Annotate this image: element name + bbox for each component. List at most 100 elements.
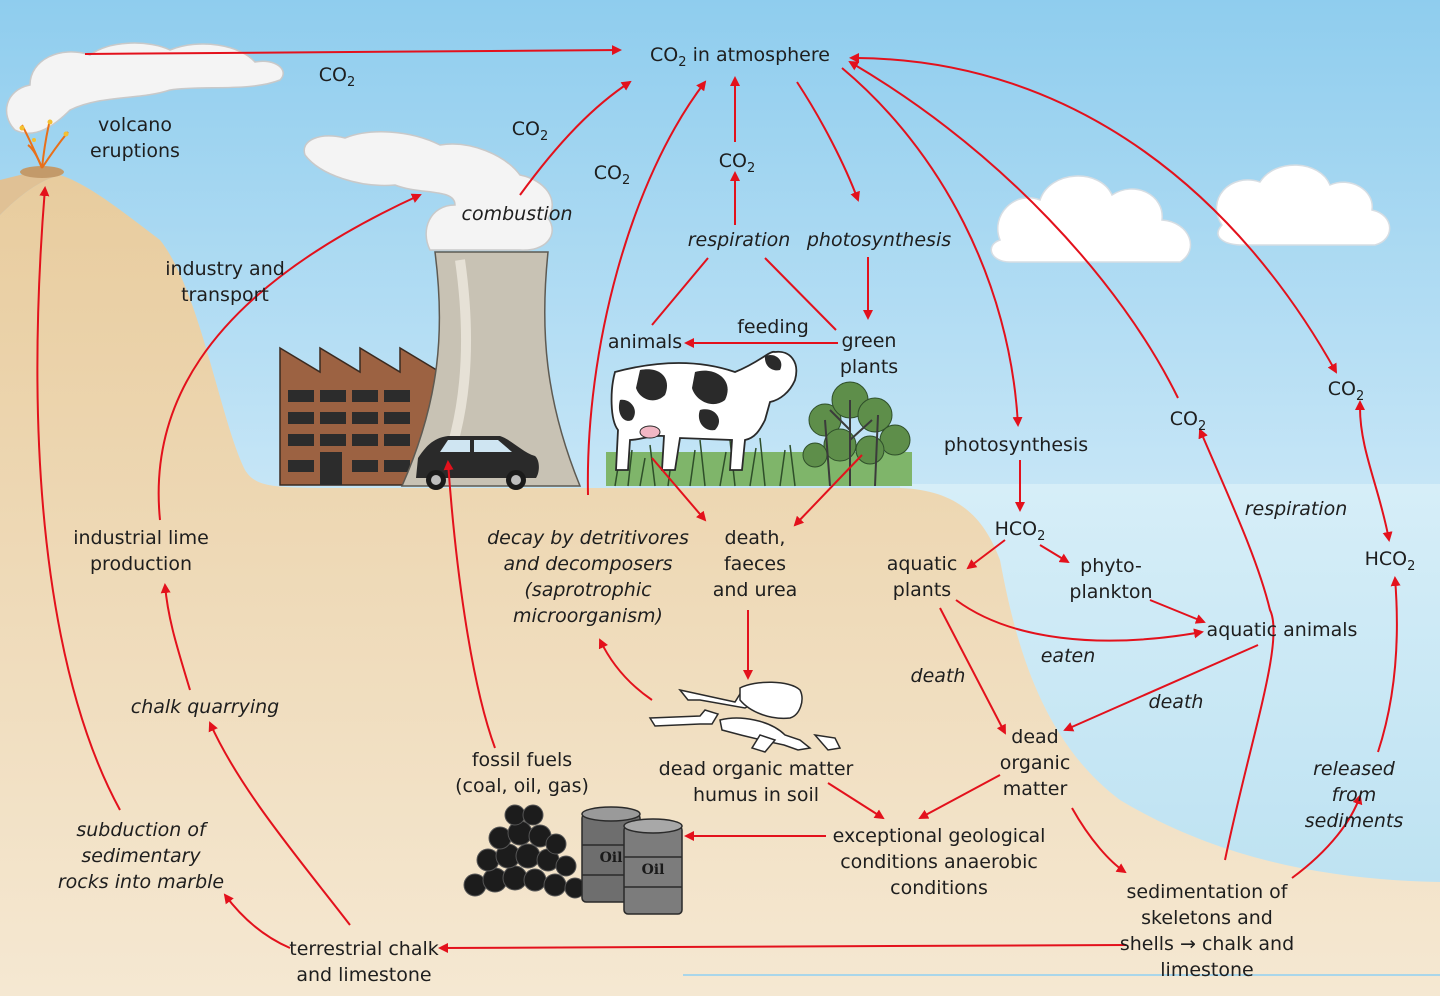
arrow-dead-to-sedimentation: [1071, 807, 1127, 874]
label-combustion: combustion: [461, 203, 573, 225]
arrow-aquatic-plants-death: [939, 607, 1006, 735]
formula-sub: 2: [678, 55, 687, 70]
arrow-fossil-to-car: [443, 460, 496, 749]
label-terrestrial-chalk: terrestrial chalk and limestone: [289, 938, 439, 986]
arrow-terrestrial-to-subduction: [223, 893, 291, 949]
oil-barrel-label: Oil: [642, 862, 665, 878]
label-co2-decay: CO2: [594, 162, 631, 188]
arrow-lime-to-industry: [157, 193, 422, 521]
label-photosynthesis-top: photosynthesis: [806, 229, 952, 251]
arrow-quarrying-to-lime: [160, 583, 191, 691]
label-dead-organic-matter-soil: dead organic matter humus in soil: [658, 758, 854, 806]
line-animals-respiration: [651, 257, 709, 326]
label-eaten: eaten: [1040, 645, 1096, 667]
label-released-from-sediments: released from sediments: [1304, 758, 1404, 832]
label-co2-exchange: CO2: [1328, 378, 1365, 404]
formula-sub: 2: [346, 75, 356, 90]
arrow-aquatic-animals-respiration: [1198, 428, 1275, 861]
label-aquatic-animals: aquatic animals: [1206, 619, 1358, 641]
label-hco2-sea: HCO2: [995, 518, 1046, 544]
label-photosynthesis-sea: photosynthesis: [943, 434, 1089, 456]
arrow-released-to-hco2: [1377, 576, 1401, 753]
label-co2-combustion: CO2: [512, 118, 549, 144]
arrow-subduction-to-volcano: [36, 186, 121, 811]
arrow-eaten: [955, 599, 1204, 642]
formula-base: CO: [511, 118, 540, 140]
land: [0, 175, 1440, 996]
label-co2-sea-respiration: CO2: [1170, 408, 1207, 434]
arrow-hco2-to-phytoplankton: [1039, 544, 1070, 564]
arrow-decay-to-atmosphere: [586, 80, 707, 496]
formula-sub: 2: [1197, 419, 1207, 434]
formula-base: HCO: [1364, 548, 1408, 570]
formula-sub: 2: [1407, 559, 1416, 574]
oil-barrel-icon: Oil: [623, 818, 683, 915]
label-death-aquatic-plants: death: [910, 665, 966, 687]
arrow-sediments-released: [1291, 794, 1363, 879]
arrow-terrestrial-to-quarrying: [208, 721, 351, 926]
bones-icon: [648, 681, 842, 753]
label-subduction: subduction of sedimentary rocks into mar…: [57, 819, 225, 893]
label-co2-respiration: CO2: [719, 150, 756, 176]
label-respiration-sea: respiration: [1244, 498, 1348, 520]
plants-icon: [606, 381, 912, 487]
label-chalk-quarrying: chalk quarrying: [130, 696, 280, 718]
oil-barrel-label: Oil: [600, 850, 623, 866]
arrow-bones-to-decay: [598, 638, 653, 701]
arrow-group: [36, 45, 1401, 953]
formula-suffix: in atmosphere: [686, 44, 830, 66]
formula-sub: 2: [621, 173, 631, 188]
formula-sub: 2: [1037, 529, 1046, 544]
label-industrial-lime: industrial lime production: [73, 527, 209, 575]
line-plants-respiration: [764, 257, 837, 331]
label-respiration-top: respiration: [687, 229, 791, 251]
formula-base: CO: [718, 150, 747, 172]
label-feeding: feeding: [737, 316, 809, 338]
formula-sub: 2: [539, 129, 549, 144]
arrow-aquatic-animals-death: [1063, 644, 1259, 732]
label-dead-organic-matter: dead organic matter: [999, 726, 1071, 800]
label-animals: animals: [607, 331, 683, 353]
arrow-humus-to-exceptional: [827, 782, 885, 820]
label-death-aquatic-animals: death: [1148, 691, 1204, 713]
label-sedimentation: sedimentation of skeletons and shells → …: [1119, 881, 1295, 981]
formula-base: CO: [318, 64, 347, 86]
arrow-cow-to-death: [651, 457, 707, 522]
arrow-sediment-to-terrestrial: [438, 942, 1127, 953]
formula-base: CO: [593, 162, 622, 184]
label-volcano-eruptions: volcano eruptions: [90, 114, 180, 162]
formula-base: CO: [650, 44, 679, 66]
cow-icon: [610, 350, 798, 471]
arrow-volcano-to-atmosphere: [84, 45, 622, 56]
arrow-co2-hco2-exchange: [1355, 400, 1393, 542]
arrow-dead-to-exceptional: [918, 774, 1001, 819]
label-co2-atmosphere: CO2 in atmosphere: [650, 44, 830, 70]
coal-pile-icon: [463, 804, 586, 899]
factory-icon: [279, 346, 441, 486]
label-industry-transport: industry and transport: [165, 258, 285, 306]
label-co2-volcano: CO2: [319, 64, 356, 90]
label-hco2-exchange: HCO2: [1365, 548, 1416, 574]
label-exceptional-conditions: exceptional geological conditions anaero…: [832, 825, 1046, 899]
arrow-hco2-to-aquatic-plants: [966, 539, 1006, 570]
label-phytoplankton: phyto- plankton: [1069, 555, 1153, 603]
label-decay: decay by detritivores and decomposers (s…: [487, 527, 689, 627]
formula-base: CO: [1169, 408, 1198, 430]
label-aquatic-plants: aquatic plants: [886, 553, 958, 601]
arrow-combustion-to-atmosphere: [519, 80, 632, 196]
volcano-icon: [0, 119, 69, 215]
arrow-plants-to-death: [793, 454, 863, 527]
formula-sub: 2: [1355, 389, 1365, 404]
arrow-phytoplankton-to-animals: [1149, 599, 1206, 624]
cloud-icon: [303, 131, 553, 251]
formula-sub: 2: [746, 161, 756, 176]
cloud-icon: [5, 42, 284, 134]
label-green-plants: green plants: [839, 330, 899, 378]
label-death-faeces: death, faeces and urea: [712, 527, 798, 601]
formula-base: HCO: [994, 518, 1038, 540]
arrow-atmosphere-hco2-exchange: [849, 53, 1337, 374]
label-fossil-fuels: fossil fuels (coal, oil, gas): [455, 749, 589, 797]
formula-base: CO: [1327, 378, 1356, 400]
